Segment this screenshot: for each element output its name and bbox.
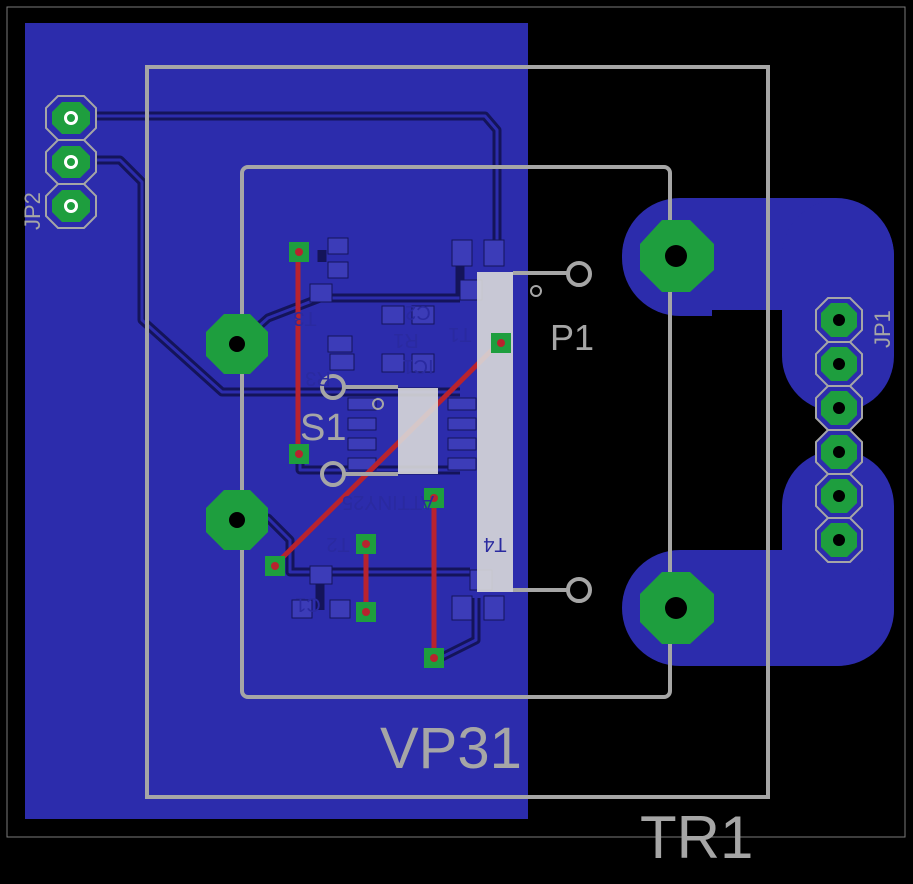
silkscreen-outlines — [145, 65, 770, 799]
label-p1: P1 — [550, 317, 594, 358]
s1-silk — [320, 374, 438, 487]
label-vp31: VP31 — [380, 716, 522, 781]
jp1-header — [815, 297, 863, 563]
label-jp1: JP1 — [870, 310, 895, 348]
smd-pads — [291, 237, 505, 621]
label-t2: T2 — [326, 533, 349, 555]
label-c1: C1 — [295, 593, 321, 615]
bottom-labels: C2 T3 R1 IC1 R3 ATTINY25 T2 T4 C1 T1 — [293, 301, 506, 615]
label-t4: T4 — [483, 533, 506, 555]
large-pads-left — [206, 314, 268, 550]
label-attiny: ATTINY25 — [342, 491, 434, 513]
label-t3: T3 — [293, 307, 316, 329]
label-s1: S1 — [300, 407, 346, 449]
jp2-header — [45, 95, 97, 229]
p1-silk — [477, 261, 592, 603]
label-t1: T1 — [448, 323, 471, 345]
vias — [265, 242, 511, 668]
vp31-outline — [240, 165, 672, 699]
board-outline — [6, 6, 906, 838]
top-wires — [271, 249, 503, 661]
label-ic1: IC1 — [402, 355, 433, 377]
label-c2: C2 — [405, 301, 431, 323]
large-pads-right — [640, 220, 714, 644]
label-jp2: JP2 — [20, 192, 45, 230]
label-r3: R3 — [305, 367, 331, 389]
tr1-outline — [145, 65, 770, 799]
right-loop-cutouts — [712, 310, 782, 550]
label-r1: R1 — [393, 329, 419, 351]
label-tr1: TR1 — [640, 804, 753, 871]
